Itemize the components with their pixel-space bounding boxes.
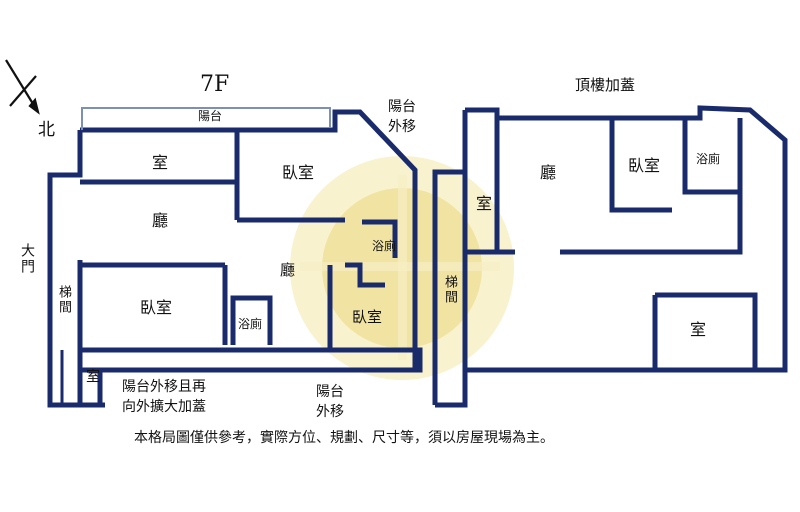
floor-title-roof: 頂樓加蓋 [575,76,636,94]
balcony-top-outline [81,107,331,130]
label-balcony-note: 陽台外移且再 向外擴大加蓋 [122,379,206,415]
label-balcony-move-bottom: 陽台 外移 [316,384,344,420]
label-hall-center: 廳 [280,261,296,279]
label-main-door: 大門 [19,243,35,275]
disclaimer-text: 本格局圖僅供參考，實際方位、規劃、尺寸等，須以房屋現場為主。 [134,430,554,446]
label-bath-left: 浴廁 [238,317,263,331]
label-bedroom-left: 臥室 [140,298,173,317]
label-bedroom-top: 臥室 [282,163,315,182]
floor-title-7f: 7F [200,72,230,97]
label-bath-roof: 浴廁 [696,152,721,166]
label-balcony-move-top: 陽台 外移 [388,99,416,135]
label-room-bottom-roof: 室 [690,320,707,339]
label-living-roof: 廳 [540,163,557,182]
label-bedroom-roof: 臥室 [628,156,661,175]
walls-roof [432,105,788,408]
label-bedroom-right: 臥室 [352,308,383,326]
label-living-7f: 廳 [152,211,169,230]
watermark-logo [290,156,514,380]
label-stairs-7f: 梯間 [56,285,71,315]
label-balcony-top: 陽台 [198,109,223,123]
walls-7f [47,109,423,408]
label-small-room: 室 [86,369,100,385]
label-stairs-roof: 梯間 [442,275,457,305]
compass-arrow-icon [5,59,40,115]
label-room-left-roof: 室 [473,195,492,213]
label-room-top: 室 [152,153,169,172]
north-label: 北 [38,120,55,140]
label-bath-center: 浴廁 [372,239,397,253]
